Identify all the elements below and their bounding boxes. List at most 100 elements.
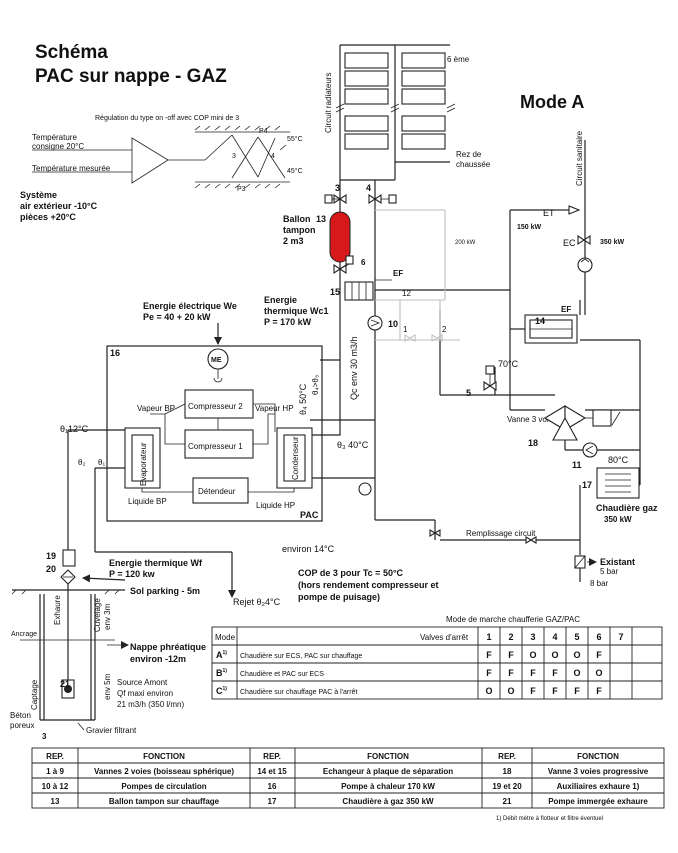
valve-5-label: 5 [466,388,471,398]
valve-6 [333,255,354,275]
boiler-17-label: 17 [582,480,592,490]
legend-cell: Pompes de circulation [121,782,206,791]
legend-cell: Chaudière à gaz 350 kW [342,797,434,806]
mode-table-head-mode: Mode [215,633,236,642]
cop-l2: (hors rendement compresseur et [298,580,439,590]
valve-2-label: 2 [442,325,447,334]
cold-side-piping [67,429,236,598]
detendeur-label: Détendeur [198,487,236,496]
legend-cell: Auxiliaires exhaure 1) [557,782,640,791]
motor-me-label: ME [211,357,222,364]
mode-table-col-head: 2 [508,632,513,642]
vapeur-hp-label: Vapeur HP [255,404,294,413]
compressor-1-label: Compresseur 1 [188,442,243,451]
mode-table-row-value: F [574,686,580,696]
ec-kw: 350 kW [600,239,625,246]
mode-table-col-head: 5 [574,632,579,642]
env5m-label: env 5m [103,673,112,700]
exchanger-15-label: 15 [330,287,340,297]
mode-table-col-head: 1 [486,632,491,642]
mode-table-col-head: 7 [618,632,623,642]
energie-therm-wc-l1: Energie [264,295,297,305]
mode-table-row-value: O [551,650,558,660]
legend-cell: Ballon tampon sur chauffage [109,797,220,806]
ec-label: EC [563,238,576,248]
existant-l3: 8 bar [590,579,609,588]
theta2-label: θ₂ [78,458,86,467]
mode-table-row-mode: C1) [216,686,227,696]
systeme-l3: pièces +20°C [20,212,76,222]
chaudiere-l2: 350 kW [604,515,632,524]
compressor-1 [184,429,254,459]
legend-cell: Vannes 2 voies (boisseau sphérique) [94,767,234,776]
valve-6-label: 6 [361,258,366,267]
buffer-tank [329,211,351,263]
pump-10-label: 10 [388,319,398,329]
tap-ec [568,205,581,215]
boiler-17 [596,467,640,499]
theta4-3-label: θ₄>θ₃ [311,375,320,395]
legend-head: FONCTION [143,752,185,761]
valve-5 [483,365,497,392]
mode-table-row-value: O [507,686,514,696]
existant-l2: 5 bar [600,567,619,576]
vanne3v-label: Vanne 3 voies [507,415,557,424]
rez-l2: chaussée [456,160,491,169]
captage-label: Captage [30,679,39,710]
mode-table-row-value: O [595,668,602,678]
regulation-temp-consigne-2: consigne 20°C [32,142,84,151]
radiator-stacks [335,44,456,181]
legend-cell: Pompe à chaleur 170 kW [341,782,435,791]
legend-cell: 16 [268,782,277,791]
mode-table-row-value: F [596,686,602,696]
exhaure-label: Exhaure [53,595,62,625]
beton-l2: poreux [10,721,34,730]
regulation-temp-consigne-1: Température [32,133,77,142]
mode-table-row-value: F [508,650,514,660]
legend-cell: 19 et 20 [492,782,522,791]
rez-l1: Rez de [456,150,482,159]
legend-cell: 18 [503,767,512,776]
source-l2: Qf maxi environ [117,689,173,698]
mode-table-row-value: O [485,686,492,696]
flowmeter-19 [62,549,76,567]
pump-10 [367,315,383,331]
mode-table-row-value: O [573,650,580,660]
mode-table-row-value: F [486,650,492,660]
env3m-label: env 3m [103,603,112,630]
kw200-label: 200 kW [455,240,476,246]
ballon-l2: tampon [283,225,316,235]
remplissage-valves [429,529,537,544]
legend-cell: 10 à 12 [42,782,69,791]
source-l1: Source Amont [117,678,168,687]
pump-condenser-side [358,482,372,496]
t70-label: 70°C [498,359,519,369]
exchanger-14-label: 14 [535,316,545,326]
vapeur-bp-label: Vapeur BP [137,404,175,413]
liquide-bp-label: Liquide BP [128,497,167,506]
valve-18-label: 18 [528,438,538,448]
energie-wf-l1: Energie thermique Wf [109,558,203,568]
mode-table-head-valves: Valves d'arrêt [420,633,469,642]
theta4-50-label: θ₄ 50°C [298,383,308,415]
energie-therm-wc-l2: thermique Wc1 [264,306,329,316]
valve-1-label: 1 [403,325,408,334]
evaporator-label: Evaporateur [139,442,148,486]
pac-num: 16 [110,348,120,358]
legend-head: REP. [263,752,281,761]
mode-table-caption: Mode de marche chaufferie GAZ/PAC [446,615,580,624]
regulation-p4: P4 [259,128,268,135]
gravier-label: Gravier filtrant [86,726,137,735]
etage-6-label: 6 ème [447,55,470,64]
mode-table-row-desc: Chaudière sur chauffage PAC à l'arrêt [240,689,357,696]
mode-table-row-value: F [508,668,514,678]
environ14-label: environ 14°C [282,544,335,554]
ef1-label: EF [393,269,403,278]
energie-elec-l2: Pe = 40 + 20 kW [143,312,211,322]
mode-table-row-value: F [596,650,602,660]
mode-table-row-mode: A1) [216,650,227,660]
valve-4-label: 4 [366,183,371,193]
cuvelage-label: Cuvelage [93,598,102,632]
legend-cell: Pompe immergée exhaure [548,797,648,806]
regulation-t45: 45°C [287,167,303,175]
